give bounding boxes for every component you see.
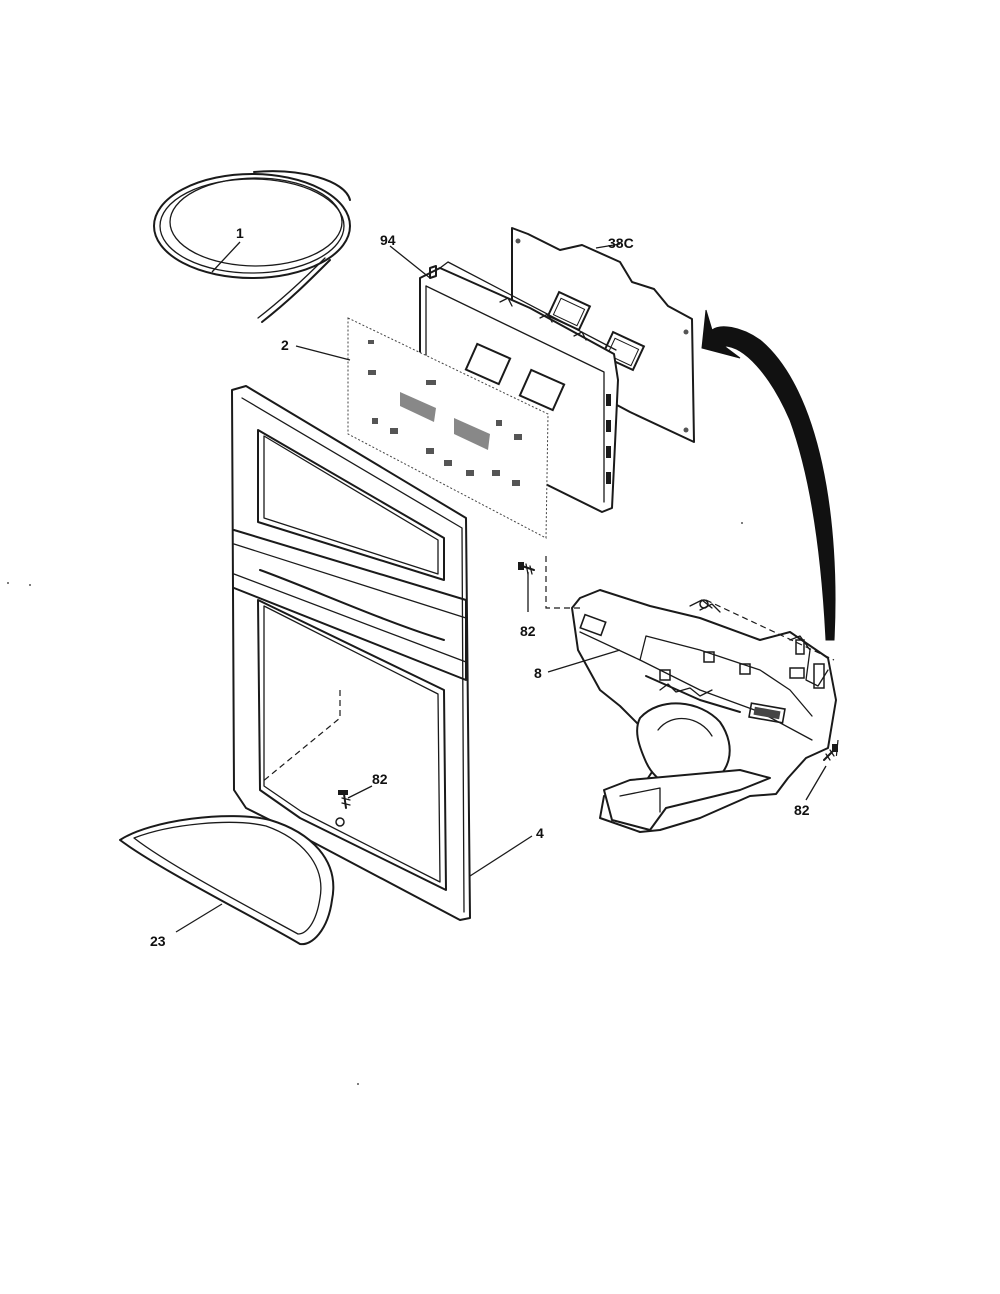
assembly-dashed-lines — [261, 556, 839, 783]
callout-screw-upper: 82 — [520, 623, 536, 639]
callout-screw-middle: 82 — [372, 771, 388, 787]
drip-tray-part — [119, 815, 335, 946]
dispenser-frame-part — [231, 385, 471, 921]
leader-lines — [175, 241, 827, 933]
callout-frame: 4 — [536, 825, 544, 841]
callout-housing: 8 — [534, 665, 542, 681]
callout-tube: 1 — [236, 225, 244, 241]
screw-middle-part — [338, 790, 351, 809]
callout-drip-tray: 23 — [150, 933, 166, 949]
screw-right-part — [823, 744, 838, 761]
overlay-dots — [368, 340, 522, 486]
callout-control-board: 94 — [380, 232, 396, 248]
screw-upper-part — [518, 562, 535, 575]
callout-overlay: 2 — [281, 337, 289, 353]
callout-shield: 38C — [608, 235, 634, 251]
assembly-arrow — [701, 309, 836, 641]
dispenser-housing-part — [571, 589, 837, 833]
tubing-coil-part — [153, 170, 351, 323]
control-overlay-part — [347, 317, 549, 539]
callout-labels: 1 2 94 38C 82 8 82 4 82 23 — [150, 225, 810, 949]
overlay-speaker-grille — [400, 392, 490, 450]
scan-specks — [7, 522, 743, 1085]
callout-screw-right: 82 — [794, 802, 810, 818]
